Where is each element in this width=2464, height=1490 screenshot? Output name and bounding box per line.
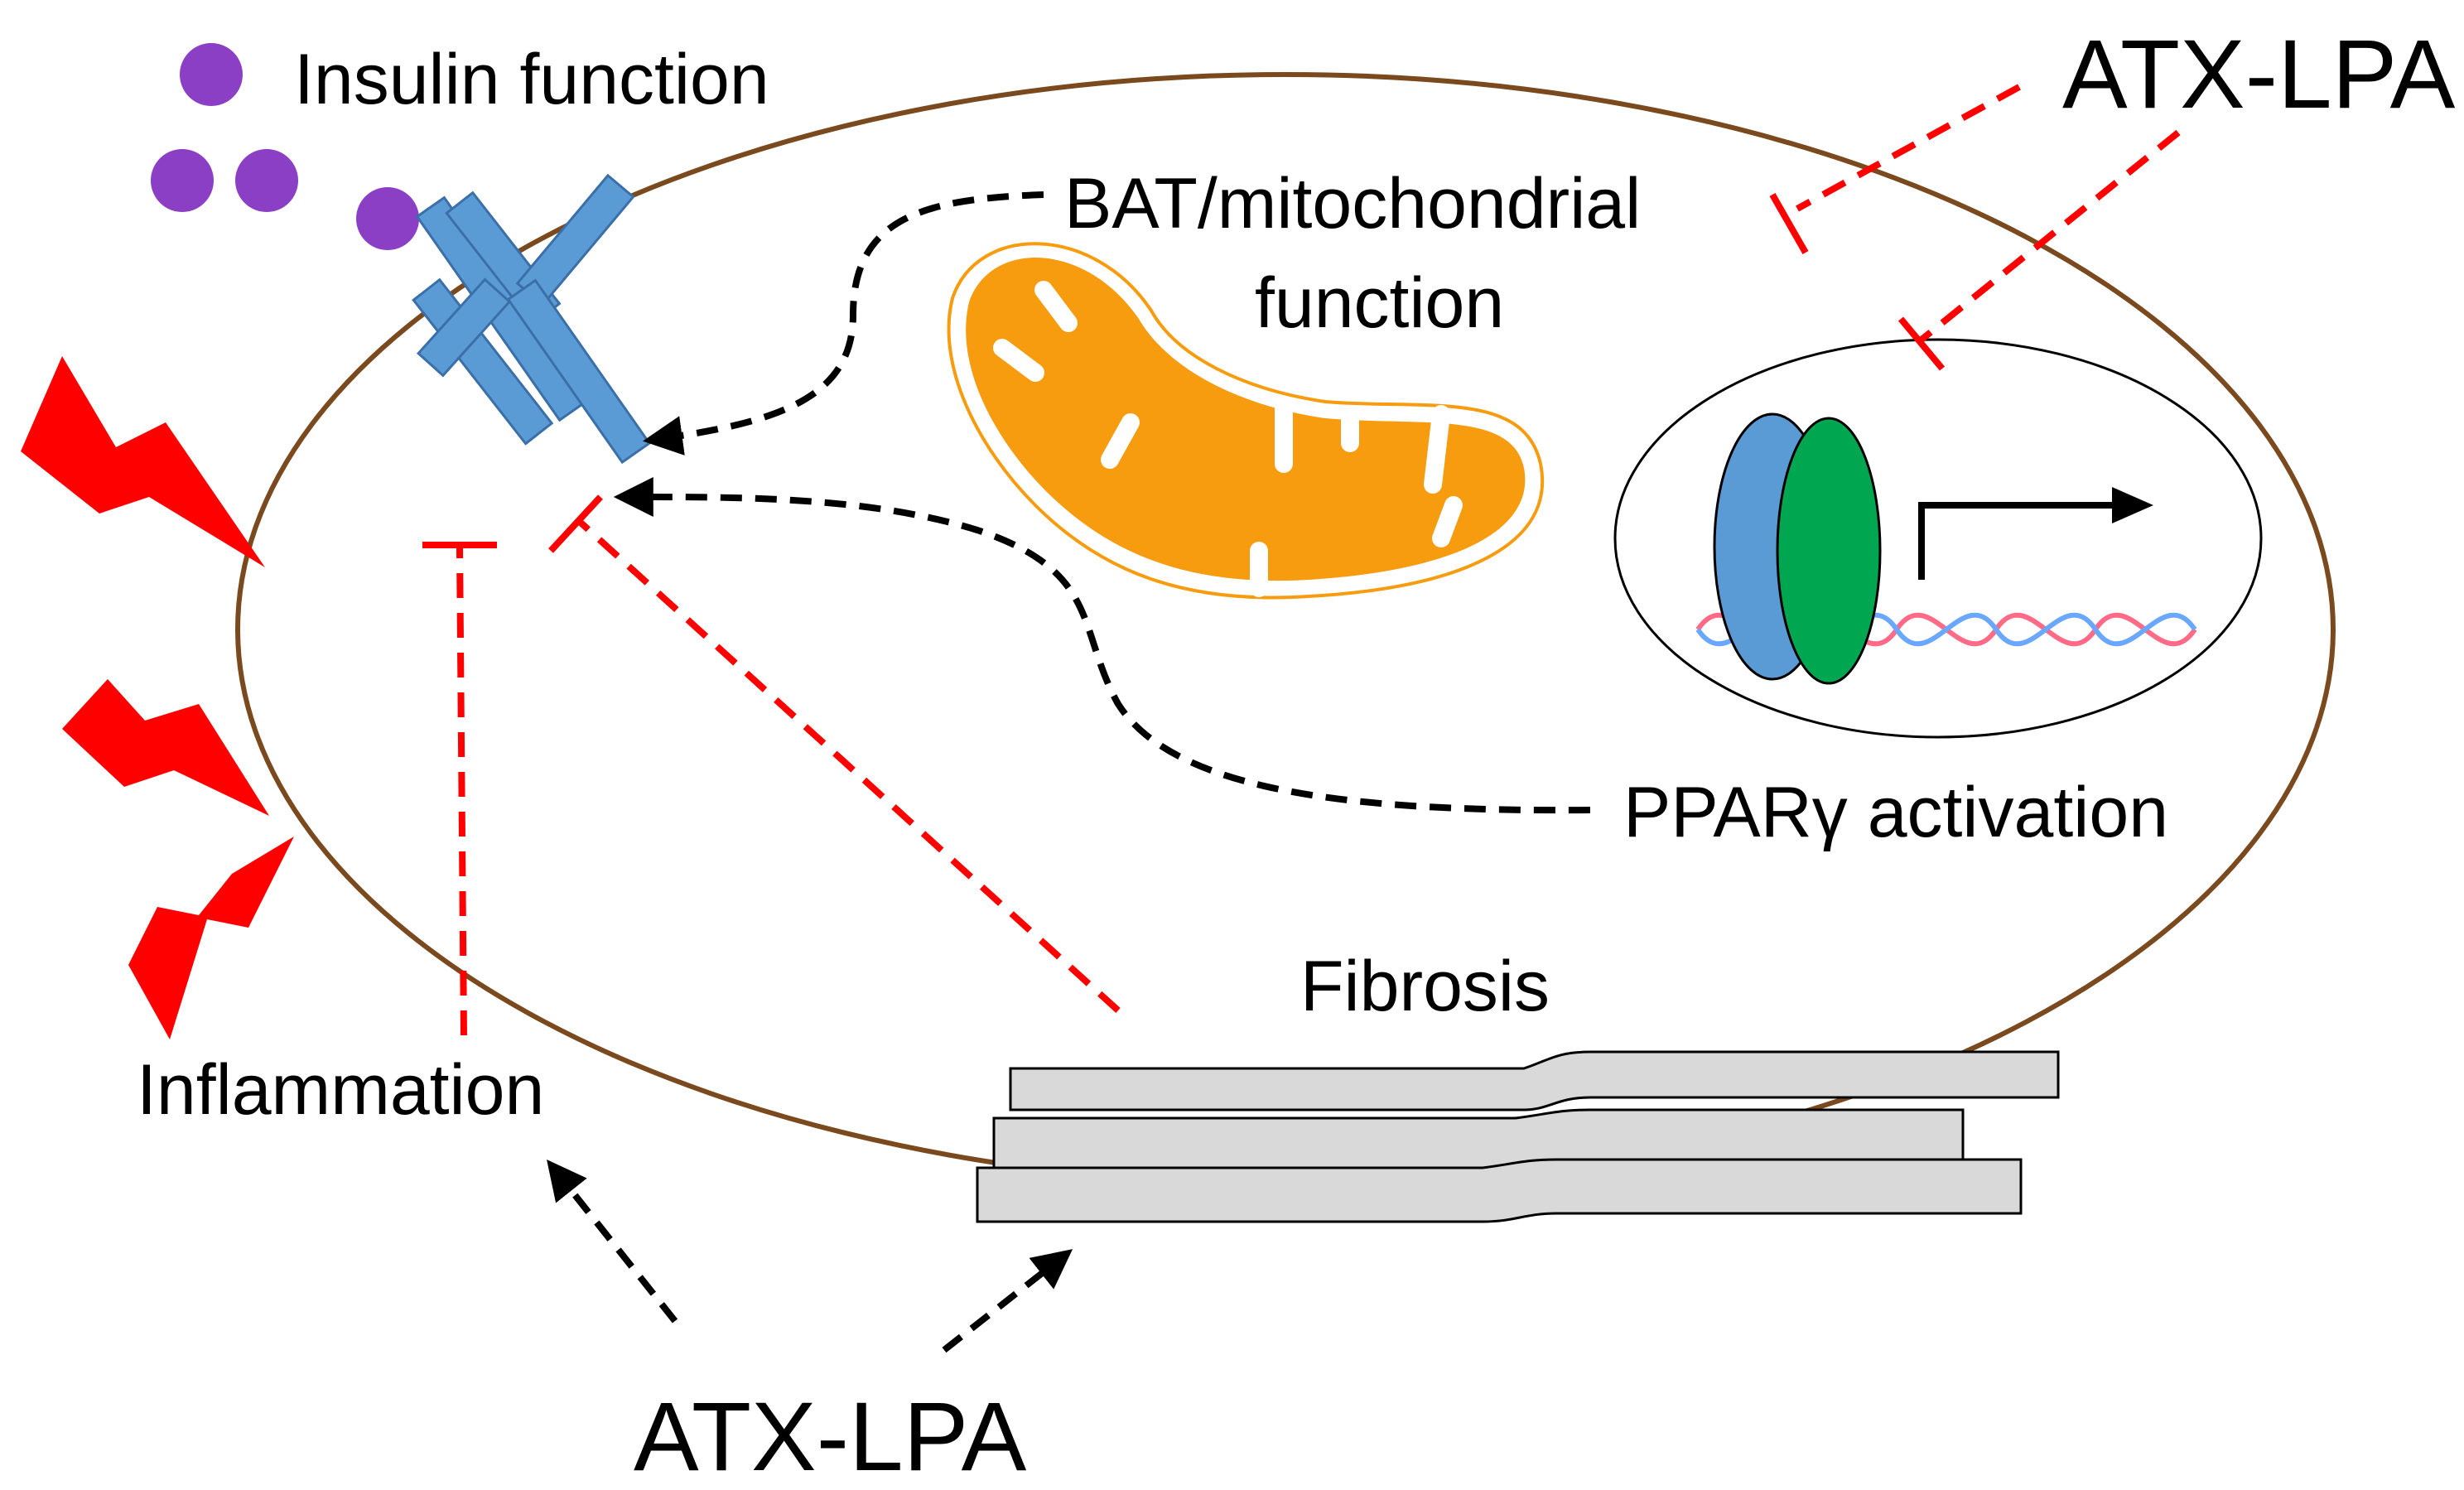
activation-ppar	[613, 477, 1591, 814]
insulin-molecule	[180, 43, 243, 106]
ppar-activation-label: PPARγ activation	[1623, 773, 2168, 852]
ppar-protein-green	[1776, 417, 1882, 685]
inhibition-fibrosis	[548, 494, 1121, 1013]
mitochondrion-inner	[966, 258, 1526, 581]
lightning-bolts	[21, 356, 294, 1039]
lightning-bolt-icon	[128, 837, 294, 1039]
bat-mitochondrial-label-line2: function	[1255, 263, 1504, 343]
insulin-molecule	[356, 187, 419, 250]
mitochondrion	[947, 242, 1544, 600]
fibrosis-label: Fibrosis	[1300, 947, 1550, 1026]
inflammation-label: Inflammation	[137, 1050, 544, 1130]
lightning-bolt-icon	[62, 679, 269, 816]
atx-lpa-top-label: ATX-LPA	[2062, 20, 2456, 129]
activation-bat	[642, 191, 1044, 456]
fibrosis-fiber	[1009, 1050, 2060, 1111]
insulin-molecule	[235, 149, 298, 212]
insulin-molecule	[151, 149, 214, 212]
nucleus	[1613, 338, 2263, 739]
activation-atx-bottom	[547, 1159, 1073, 1353]
nucleus-envelope	[1613, 338, 2263, 739]
inhibition-atx-top	[1769, 84, 2181, 371]
bat-mitochondrial-label-line1: BAT/mitochondrial	[1064, 164, 1641, 244]
inhibition-inflammation	[422, 542, 497, 1036]
atx-lpa-bottom-label: ATX-LPA	[634, 1382, 1027, 1490]
insulin-function-label: Insulin function	[294, 40, 769, 119]
transcription-arrow-head-icon	[2112, 487, 2153, 523]
fibrosis-fibers	[976, 1050, 2060, 1223]
insulin-molecules	[151, 43, 419, 250]
transcription-start-arrow-icon	[1918, 502, 2120, 580]
insulin-receptor	[412, 173, 652, 465]
fibrosis-fiber	[976, 1158, 2023, 1223]
lightning-bolt-icon	[21, 356, 265, 567]
